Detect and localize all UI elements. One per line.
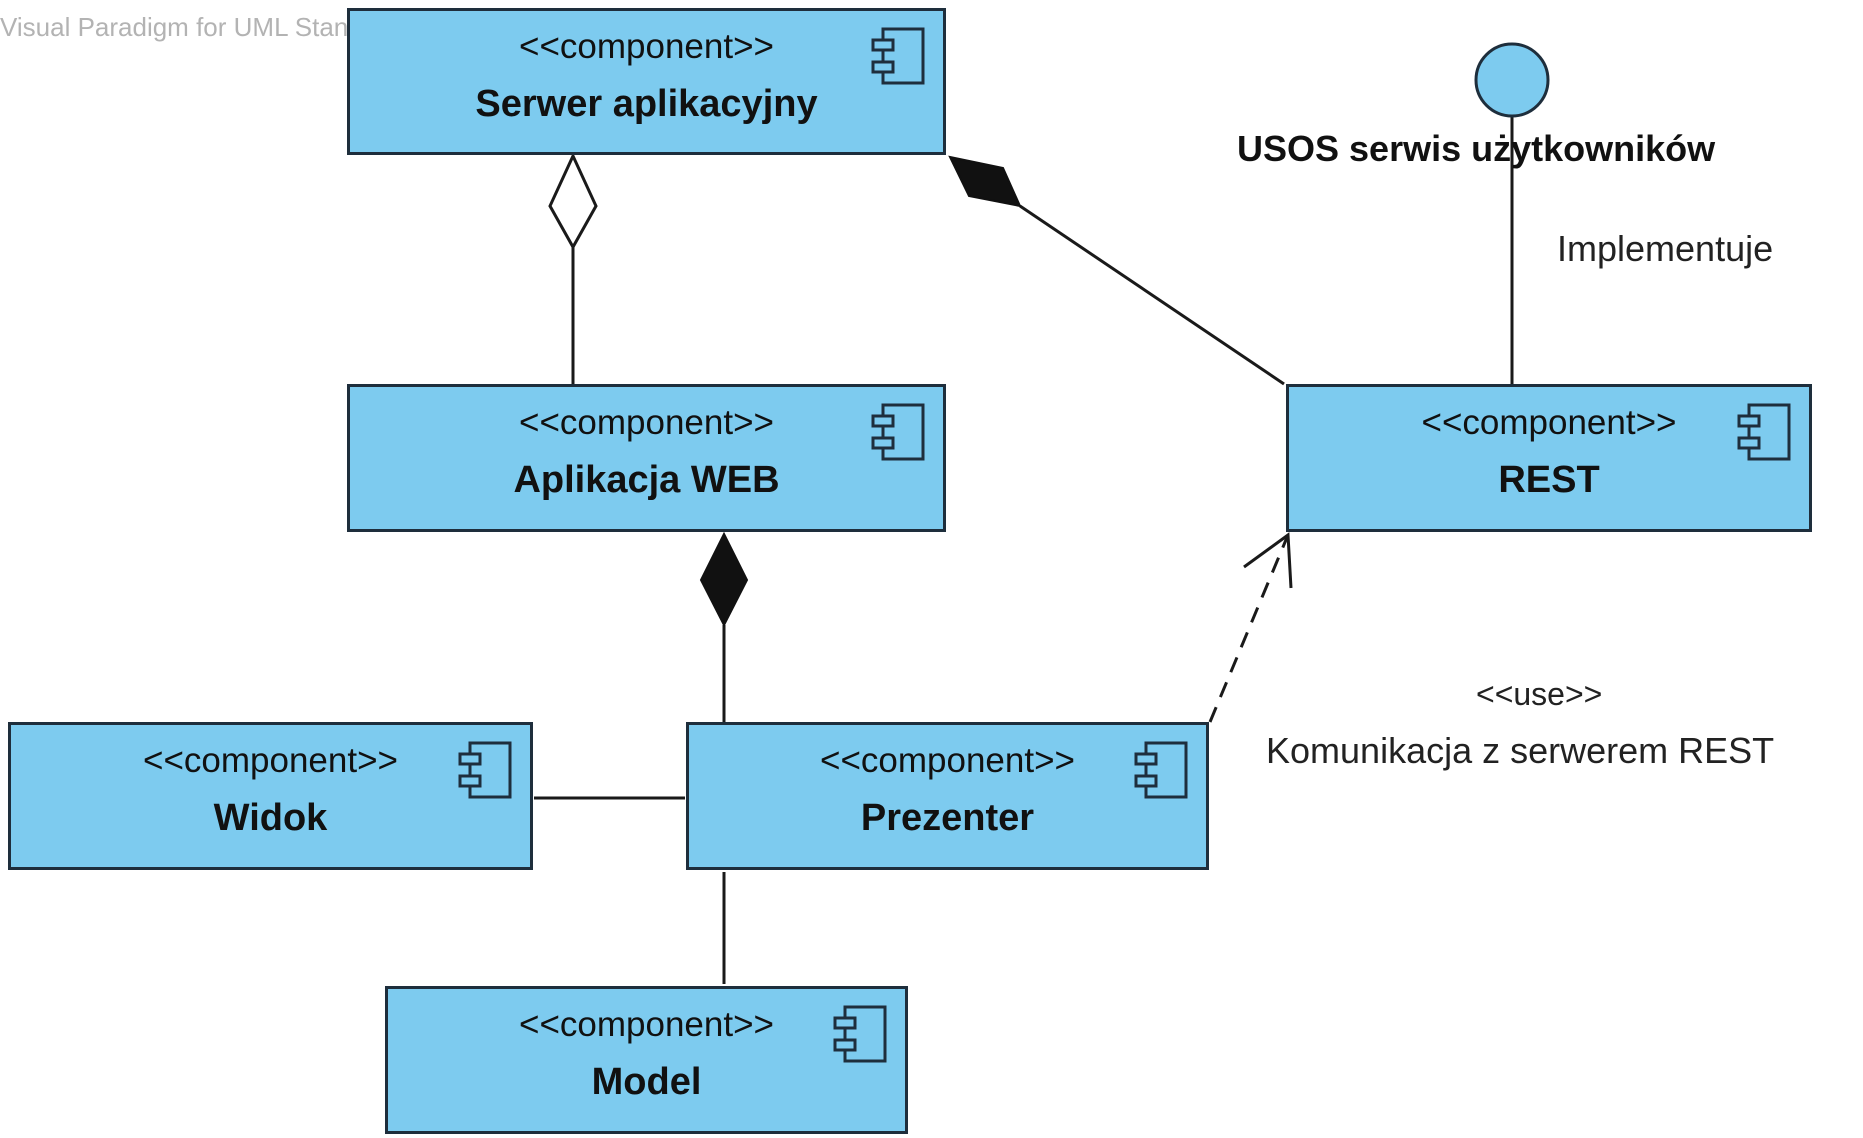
component-aplikacja-web[interactable]: <<component>> Aplikacja WEB bbox=[347, 384, 946, 532]
composition-diamond-aplikacja bbox=[699, 531, 749, 628]
component-stereotype: <<component>> bbox=[519, 27, 774, 66]
component-name: REST bbox=[1498, 459, 1600, 501]
realization-label: Implementuje bbox=[1557, 228, 1774, 269]
component-icon bbox=[833, 1005, 887, 1063]
component-icon bbox=[871, 403, 925, 461]
component-rest[interactable]: <<component>> REST bbox=[1286, 384, 1812, 532]
use-dependency-line bbox=[1208, 534, 1290, 723]
component-icon bbox=[1134, 741, 1188, 799]
component-widok[interactable]: <<component>> Widok bbox=[8, 722, 533, 870]
component-stereotype: <<component>> bbox=[519, 1005, 774, 1044]
component-serwer-aplikacyjny[interactable]: <<component>> Serwer aplikacyjny bbox=[347, 8, 946, 155]
component-icon bbox=[871, 27, 925, 85]
composition-diamond-serwer bbox=[948, 155, 1022, 208]
component-name: Model bbox=[591, 1061, 702, 1103]
dependency-label: Komunikacja z serwerem REST bbox=[1266, 730, 1775, 771]
component-stereotype: <<component>> bbox=[820, 741, 1075, 780]
component-stereotype: <<component>> bbox=[143, 741, 398, 780]
component-name: Prezenter bbox=[860, 797, 1035, 839]
component-stereotype: <<component>> bbox=[519, 403, 774, 442]
component-stereotype: <<component>> bbox=[1421, 403, 1677, 442]
component-icon bbox=[458, 741, 512, 799]
component-icon bbox=[1737, 403, 1791, 461]
component-name: Serwer aplikacyjny bbox=[475, 83, 818, 125]
component-model[interactable]: <<component>> Model bbox=[385, 986, 908, 1134]
component-name: Aplikacja WEB bbox=[513, 459, 780, 501]
use-dependency-arrowhead bbox=[1243, 532, 1293, 589]
dependency-stereotype: <<use>> bbox=[1476, 676, 1603, 712]
interface-lollipop-icon bbox=[1474, 42, 1550, 118]
composition-serwer-rest-line bbox=[1019, 204, 1285, 386]
aggregation-diamond bbox=[548, 152, 598, 251]
component-prezenter[interactable]: <<component>> Prezenter bbox=[686, 722, 1209, 870]
component-name: Widok bbox=[213, 797, 328, 839]
interface-name: USOS serwis użytkowników bbox=[1237, 128, 1716, 169]
